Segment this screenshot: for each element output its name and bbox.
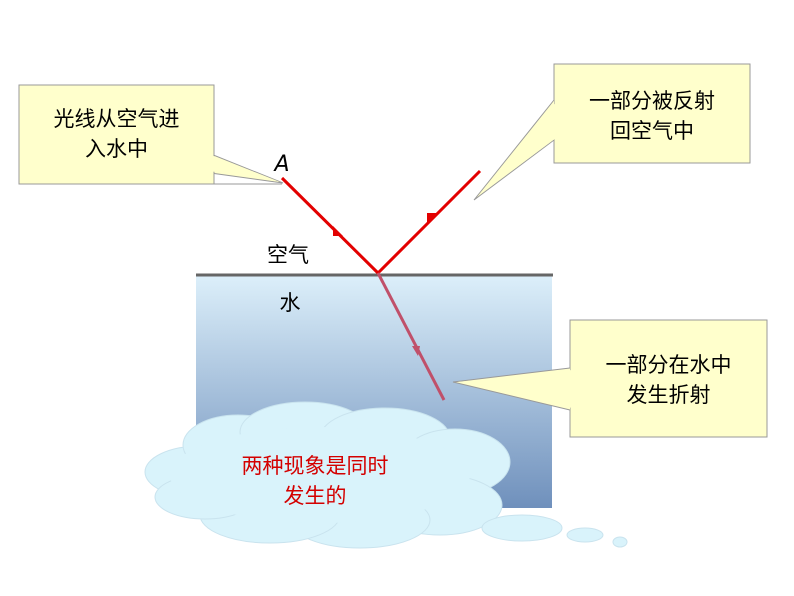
callout-reflected-line-1: 一部分被反射 (589, 89, 715, 113)
thought-cloud (144, 401, 511, 549)
callout-refracted-pointer-fill (458, 370, 572, 408)
callout-refracted-rect (569, 319, 768, 438)
water-label: 水 (279, 291, 301, 315)
callout-refracted-line-2: 发生折射 (626, 383, 711, 407)
callout-incident-rect (18, 84, 215, 185)
air-label: 空气 (267, 243, 309, 267)
callout-reflected-text: 一部分被反射 回空气中 (554, 86, 750, 146)
reflected-ray (376, 169, 482, 275)
cloud-line-2: 发生的 (283, 484, 347, 508)
incident-ray-arrow (333, 226, 343, 236)
callout-incident-line-1: 光线从空气进 (53, 107, 180, 131)
thought-cloud-bubbles (481, 514, 628, 548)
callout-reflected-pointer-fill (478, 102, 556, 196)
cloud-text: 两种现象是同时 发生的 (200, 451, 430, 511)
callout-reflected-rect (553, 63, 751, 164)
callout-incident-line-2: 入水中 (85, 137, 148, 161)
callout-refracted-line-1: 一部分在水中 (605, 353, 732, 377)
callout-reflected-line-2: 回空气中 (610, 119, 694, 143)
cloud-line-1: 两种现象是同时 (241, 454, 389, 478)
refracted-ray (376, 272, 446, 401)
callout-refracted-text: 一部分在水中 发生折射 (570, 350, 767, 410)
refracted-ray-arrow (412, 346, 420, 356)
callout-reflected-pointer (473, 99, 555, 201)
callout-incident-pointer-fill (178, 142, 280, 182)
reflected-ray-arrow (427, 213, 437, 223)
callout-incident-text: 光线从空气进 入水中 (19, 104, 214, 164)
incident-ray (280, 176, 380, 275)
point-a-label: A (274, 152, 290, 177)
